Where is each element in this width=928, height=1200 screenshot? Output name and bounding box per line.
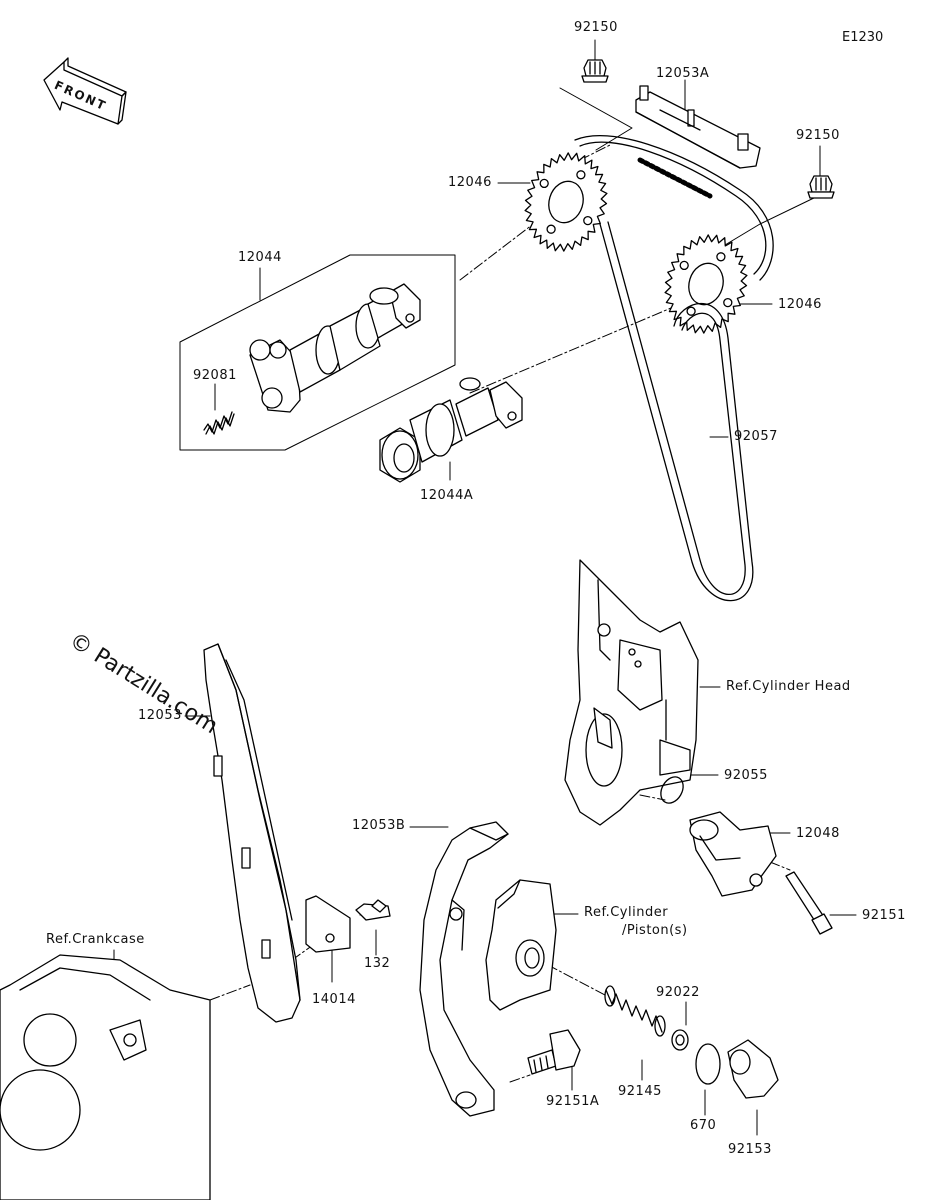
bolt-92150-top [581,59,609,83]
diagram-code: E1230 [842,30,884,45]
o-ring-670 [695,1043,721,1085]
sprocket-12046-top [524,152,608,252]
label-14014: 14014 [312,992,356,1007]
bolt-132 [355,899,391,921]
chain-guide-12053B [419,821,509,1117]
label-12053A: 12053A [656,66,710,81]
crankcase [0,954,211,1200]
label-12044A: 12044A [420,488,474,503]
label-ref-cylinder-piston-line2: /Piston(s) [622,923,688,938]
label-12046-top: 12046 [448,175,492,190]
bolt-92150-right [807,175,835,199]
front-arrow-icon [43,57,127,125]
spring-92145 [604,985,666,1037]
label-12048: 12048 [796,826,840,841]
plate-14014 [305,895,351,953]
label-ref-cylinder-head: Ref.Cylinder Head [726,679,851,694]
label-670: 670 [690,1118,717,1133]
label-92151A: 92151A [546,1094,600,1109]
camshaft-12044-box [179,254,456,451]
cylinder-head [564,559,699,826]
label-92153: 92153 [728,1142,772,1157]
camshaft-12044 [249,283,421,413]
camshaft-12044A [379,377,523,483]
label-92151: 92151 [862,908,906,923]
label-ref-crankcase: Ref.Crankcase [46,932,145,947]
timing-chain-92057 [574,134,774,602]
cylinder-piston [485,879,557,1011]
o-ring-92055 [660,776,684,804]
bolt-92151A [527,1029,581,1075]
washer-92022 [671,1029,689,1051]
label-12044: 12044 [238,250,282,265]
label-92145: 92145 [618,1084,662,1099]
label-12053: 12053 [138,708,182,723]
label-ref-cylinder-piston-line1: Ref.Cylinder [584,905,669,920]
label-92057: 92057 [734,429,778,444]
chain-guide-12053 [203,643,301,1023]
label-12053B: 12053B [352,818,406,833]
spring-92081 [203,411,235,435]
label-132: 132 [364,956,391,971]
tensioner-12048 [689,811,777,897]
plug-92153 [727,1039,779,1099]
label-12046-right: 12046 [778,297,822,312]
label-92055: 92055 [724,768,768,783]
bolt-92151 [785,871,833,935]
label-92150-top: 92150 [574,20,618,35]
label-92150-right: 92150 [796,128,840,143]
label-92081: 92081 [193,368,237,383]
chain-guide-12053A [635,85,761,169]
label-92022: 92022 [656,985,700,1000]
leader-lines [113,39,857,1136]
